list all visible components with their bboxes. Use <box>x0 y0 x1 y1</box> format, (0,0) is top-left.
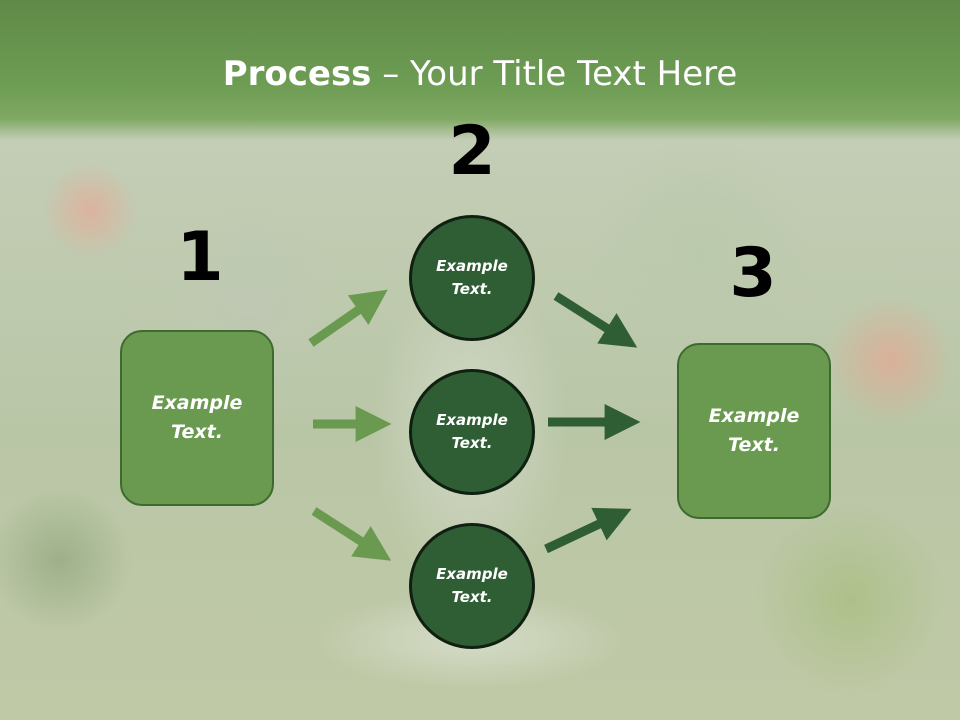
circle-bottom-text: Example Text. <box>436 565 508 606</box>
slide-title: Process – Your Title Text Here <box>0 52 960 96</box>
left-step-text: Example Text. <box>151 392 243 443</box>
circle-top[interactable]: Example Text. <box>409 215 535 341</box>
circle-middle-text: Example Text. <box>436 411 508 452</box>
arrow-left-to-bottom <box>311 507 392 561</box>
arrow-left-to-top <box>308 289 388 347</box>
circle-middle[interactable]: Example Text. <box>409 369 535 495</box>
left-step-box[interactable]: Example Text. <box>120 330 274 506</box>
right-step-box[interactable]: Example Text. <box>677 343 831 519</box>
arrow-top-to-right <box>553 292 638 348</box>
step-number-3: 3 <box>729 234 777 313</box>
circle-bottom[interactable]: Example Text. <box>409 523 535 649</box>
circle-top-text: Example Text. <box>436 257 508 298</box>
step-number-2: 2 <box>448 112 496 191</box>
title-rest: – Your Title Text Here <box>371 54 738 94</box>
right-step-text: Example Text. <box>708 405 800 456</box>
step-number-1: 1 <box>176 218 224 297</box>
title-banner <box>0 0 960 140</box>
title-bold: Process <box>222 54 372 94</box>
arrow-bottom-to-right <box>544 507 632 554</box>
